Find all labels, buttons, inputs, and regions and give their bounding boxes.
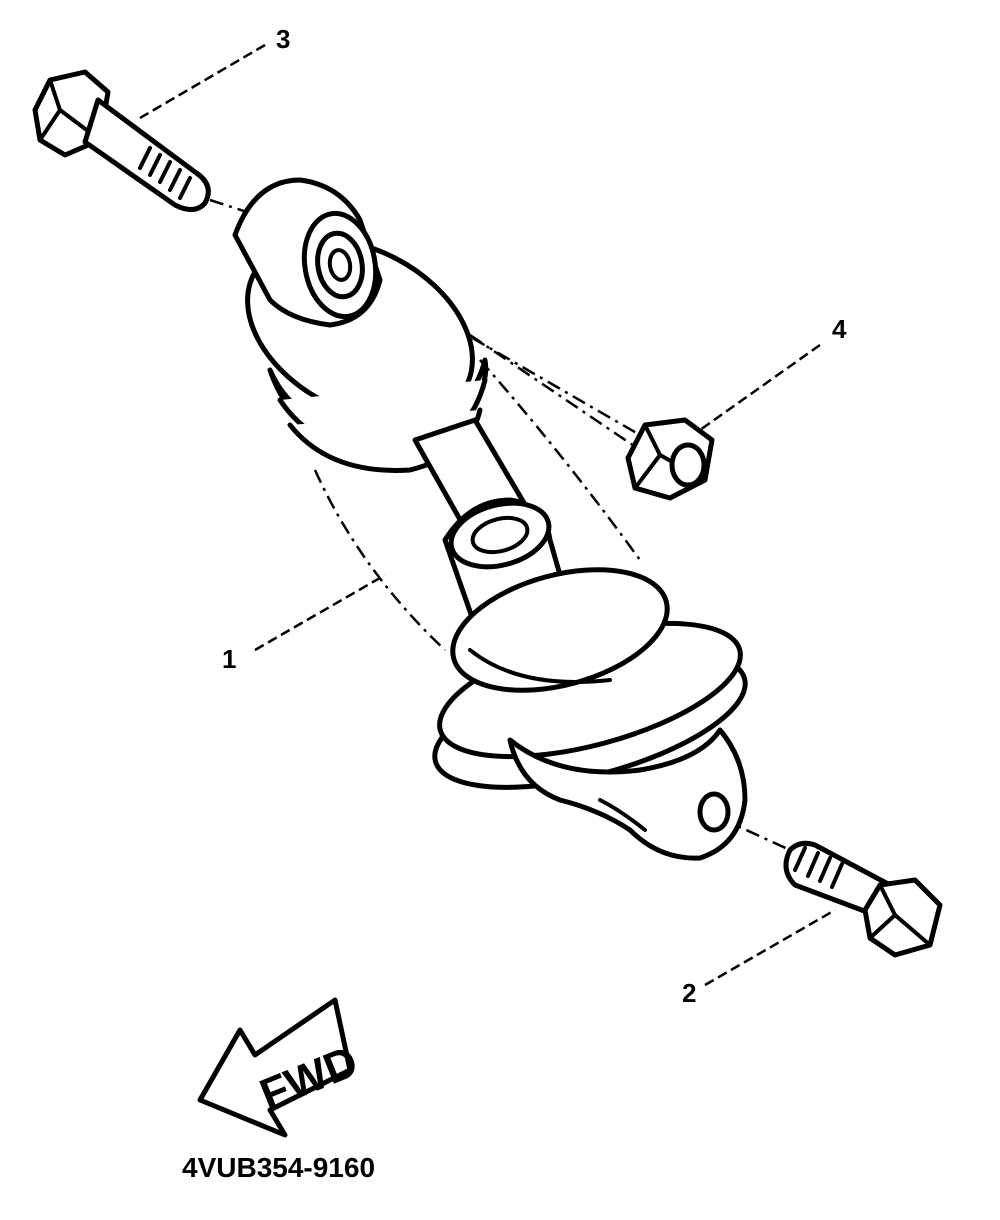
nut <box>625 417 715 501</box>
lower-bolt <box>783 840 943 958</box>
upper-bolt <box>32 69 211 212</box>
callout-4: 4 <box>832 314 847 344</box>
shock-absorber <box>232 177 748 861</box>
leader-lines <box>139 43 836 987</box>
callout-1: 1 <box>222 644 236 674</box>
drawing-code: 4VUB354-9160 <box>182 1152 375 1183</box>
callout-2: 2 <box>682 978 696 1008</box>
forward-direction-arrow: FWD <box>197 997 364 1138</box>
callout-3: 3 <box>276 24 290 54</box>
